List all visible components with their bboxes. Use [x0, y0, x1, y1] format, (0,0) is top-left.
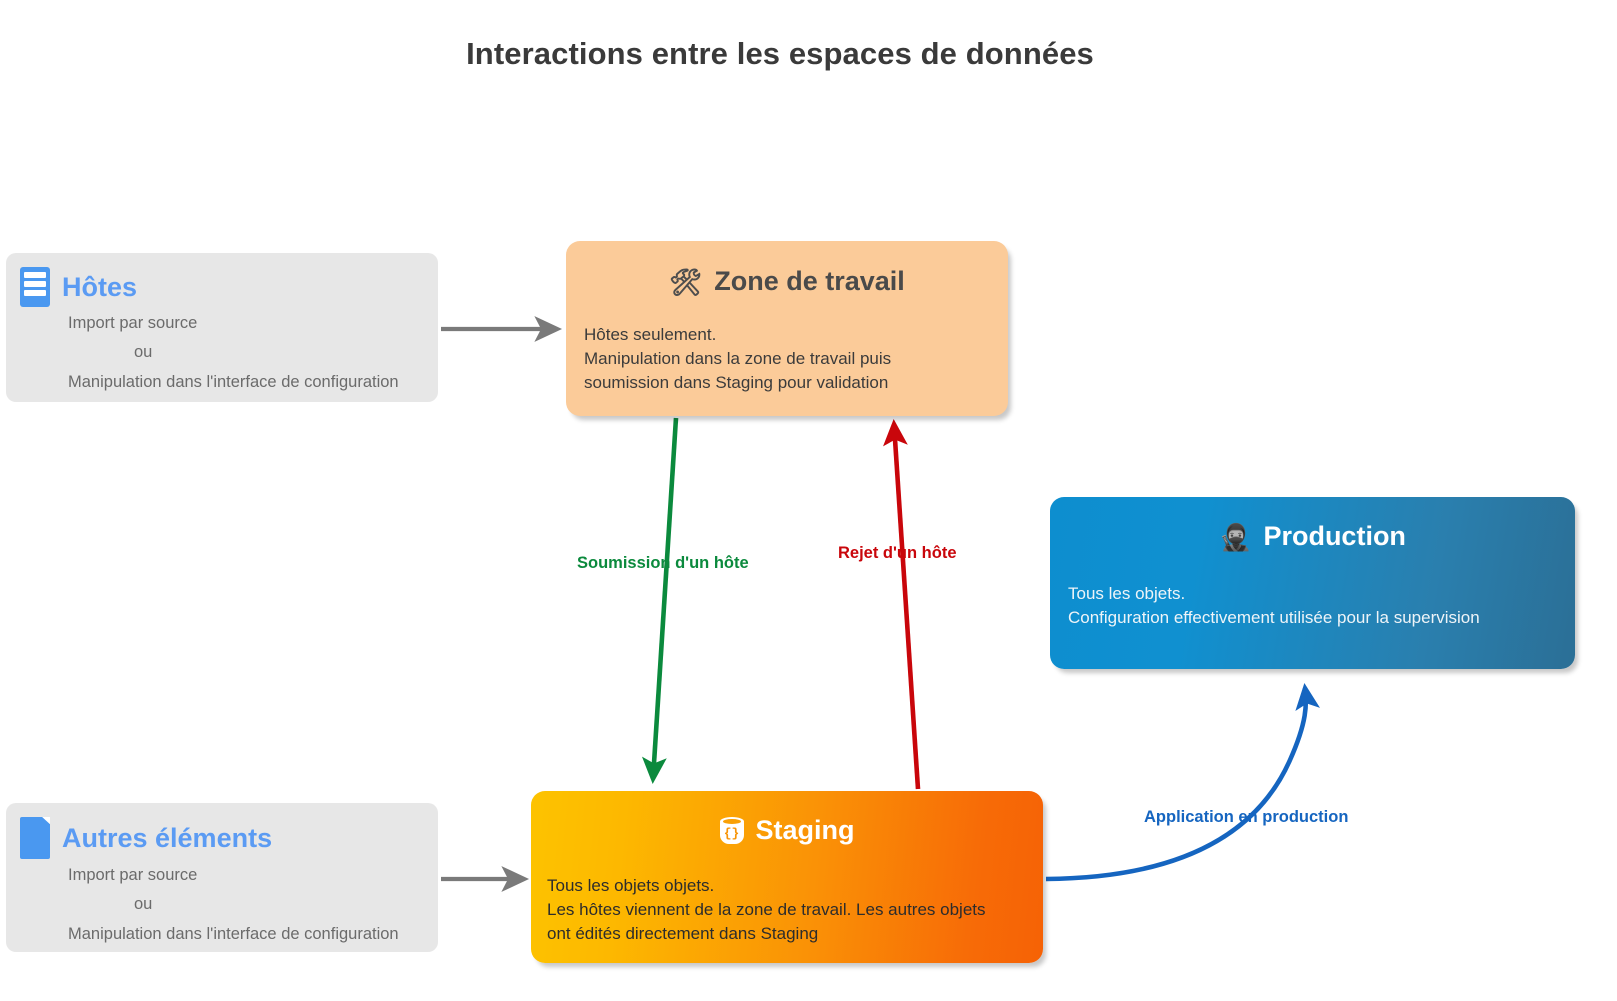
node-workspace-body: Hôtes seulement. Manipulation dans la zo…	[584, 325, 892, 393]
node-workspace-title: Zone de travail	[714, 266, 905, 296]
edge-staging-to-workspace	[883, 418, 921, 790]
server-rack-icon	[20, 267, 50, 307]
node-production-body: Tous les objets. Configuration effective…	[1068, 584, 1480, 628]
node-staging-title: Staging	[755, 815, 855, 845]
edge-label-rejection: Rejet d'un hôte	[838, 544, 957, 562]
hammer-and-wrench-icon: 🛠	[669, 266, 703, 297]
database-json-icon: {}	[719, 817, 744, 844]
node-other-elements-line-3: Manipulation dans l'interface de configu…	[68, 924, 399, 943]
node-production[interactable]: 🥷 Production Tous les objets. Configurat…	[1050, 497, 1575, 669]
node-hosts-body: Import par source ou Manipulation dans l…	[6, 307, 438, 411]
node-other-elements-body: Import par source ou Manipulation dans l…	[6, 859, 438, 963]
node-staging-header: {} Staging	[531, 791, 1043, 844]
node-hosts[interactable]: Hôtes Import par source ou Manipulation …	[6, 253, 438, 402]
node-workspace-header: 🛠 Zone de travail	[566, 241, 1008, 295]
node-hosts-line-2: ou	[134, 343, 153, 362]
node-hosts-header: Hôtes	[6, 253, 438, 307]
page-title: Interactions entre les espaces de donnée…	[466, 36, 1094, 71]
edge-workspace-to-staging	[641, 417, 679, 785]
edge-label-apply-production: Application en production	[1144, 808, 1349, 826]
node-staging[interactable]: {} Staging Tous les objets objets. Les h…	[531, 791, 1043, 963]
ninja-icon: 🥷	[1219, 521, 1252, 552]
node-hosts-line-1: Import par source	[68, 314, 198, 332]
node-other-elements[interactable]: Autres éléments Import par source ou Man…	[6, 803, 438, 952]
node-hosts-line-3: Manipulation dans l'interface de configu…	[68, 372, 399, 391]
document-icon	[20, 817, 50, 859]
node-other-elements-header: Autres éléments	[6, 803, 438, 859]
edge-label-submission: Soumission d'un hôte	[577, 554, 749, 572]
node-production-title: Production	[1263, 521, 1406, 551]
node-other-elements-line-2: ou	[134, 895, 153, 914]
edge-staging-to-production	[1045, 682, 1321, 882]
node-other-elements-line-1: Import par source	[68, 866, 198, 884]
node-hosts-title: Hôtes	[62, 271, 138, 302]
node-production-header: 🥷 Production	[1050, 497, 1575, 550]
node-staging-body: Tous les objets objets. Les hôtes vienne…	[547, 876, 986, 944]
node-other-elements-title: Autres éléments	[62, 822, 273, 853]
node-workspace[interactable]: 🛠 Zone de travail Hôtes seulement. Manip…	[566, 241, 1008, 416]
